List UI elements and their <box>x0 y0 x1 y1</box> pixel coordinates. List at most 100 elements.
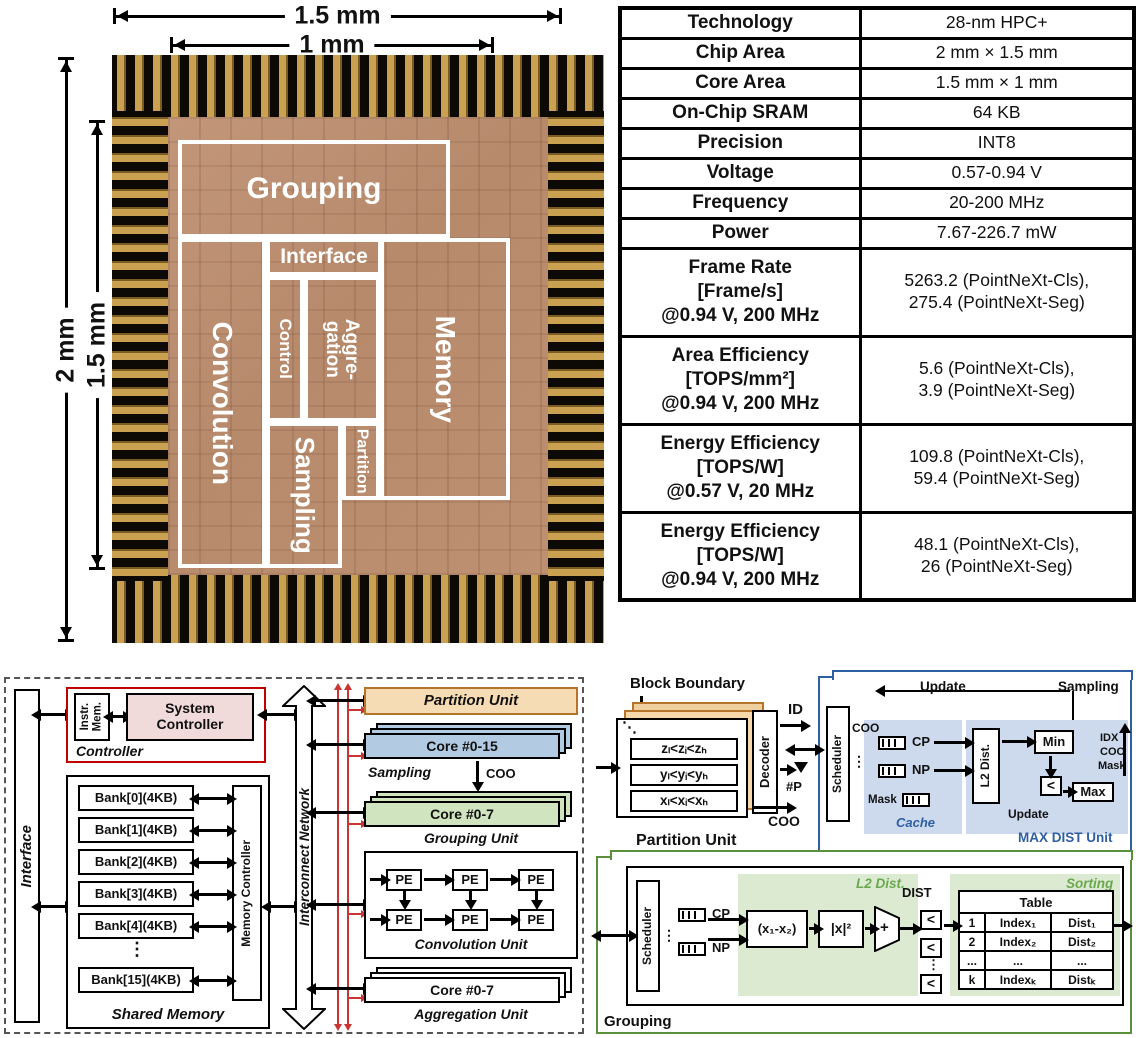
p-output-label: #P <box>786 779 802 794</box>
spec-value: 28-nm HPC+ <box>858 6 1136 40</box>
index-cell: Index₂ <box>984 931 1052 952</box>
h-arrow <box>708 913 749 926</box>
spec-label: Area Efficiency [TOPS/mm²] @0.94 V, 200 … <box>618 334 862 426</box>
update-bottom-label: Update <box>1008 807 1049 821</box>
bank-label: Bank[2](4KB) <box>94 853 178 869</box>
architecture-panel: Interface Instr. Mem. System Controller … <box>4 677 584 1034</box>
system-controller-block: System Controller <box>126 693 254 741</box>
convolution-unit-block: PE PE PE PE PE PE Convolution Unit <box>364 851 578 959</box>
h-arrow <box>370 873 391 886</box>
aggregation-unit-stack: Core #0-7 <box>364 967 580 1007</box>
spec-value: INT8 <box>858 126 1136 160</box>
coo-arrow-label: COO <box>486 766 516 781</box>
instruction-memory-label: Instr. Mem. <box>79 702 104 732</box>
h-arrow <box>189 974 237 987</box>
partition-detail-title: Partition Unit <box>636 832 737 849</box>
count-flag-icon <box>794 762 808 773</box>
die-region-partition-label: Partition <box>353 428 371 494</box>
sorting-table-wrap: Table 1 Index₁ Dist₁ 2 Index₂ Dist₂ ... … <box>958 890 1114 990</box>
interface-block: Interface <box>14 689 40 1023</box>
h-arrow <box>865 922 880 935</box>
spec-label: Power <box>618 216 862 250</box>
pe-block: PE <box>452 869 488 891</box>
spec-label: On-Chip SRAM <box>618 96 862 130</box>
pe-label: PE <box>527 871 545 887</box>
red-h-arrow <box>349 752 368 760</box>
sram-bank-block: Bank[15](4KB) <box>78 967 194 993</box>
compare-block: < <box>920 938 942 958</box>
h-arrow <box>708 933 749 946</box>
h-arrow <box>31 900 75 913</box>
h-arrow <box>306 694 373 707</box>
red-h-arrow <box>349 820 368 828</box>
spec-value: 48.1 (PointNeXt-Cls), 26 (PointNeXt-Seg) <box>858 510 1136 602</box>
h-arrow <box>1112 919 1133 932</box>
max-label: Max <box>1080 783 1106 799</box>
min-block: Min <box>1034 730 1074 754</box>
die-region-sampling-label: Sampling <box>289 436 320 554</box>
red-bus-line <box>334 683 342 1031</box>
pe-label: PE <box>395 911 413 927</box>
sampling-unit-label: Sampling <box>368 764 432 780</box>
die-region-interface: Interface <box>266 238 382 276</box>
h-arrow <box>306 982 373 995</box>
adder-plus-label: + <box>880 919 889 936</box>
partition-detail-panel: Block Boundary ⋱ zₗ<zᵢ<zₕ yₗ<yᵢ<yₕ xₗ<xᵢ… <box>596 675 816 854</box>
rank-cell: 1 <box>958 912 986 933</box>
sram-bank-block: Bank[2](4KB) <box>78 849 194 875</box>
square-label: |x|² <box>830 920 852 937</box>
h-arrow <box>189 888 237 901</box>
grouping-unit-stack: Core #0-7 <box>364 791 580 831</box>
controller-group-label: Controller <box>76 743 143 759</box>
h-arrow <box>900 922 923 935</box>
h-arrow <box>189 792 237 805</box>
pe-block: PE <box>386 869 422 891</box>
h-arrow <box>189 856 237 869</box>
table-row: k Indexₖ Distₖ <box>958 969 1114 990</box>
spec-value: 2 mm × 1.5 mm <box>858 36 1136 70</box>
h-arrow <box>31 708 75 721</box>
sram-bank-block: Bank[1](4KB) <box>78 817 194 843</box>
table-row: Table <box>958 890 1114 914</box>
bond-pads-bottom <box>112 575 604 643</box>
h-arrow <box>1002 735 1037 748</box>
dimension-arrow-chip-width: 1.5 mm <box>113 3 562 29</box>
dimension-label-chip-height: 2 mm <box>52 306 80 393</box>
less-than-label: < <box>926 975 936 992</box>
stack-ellipsis: ⋱ <box>622 719 637 736</box>
bond-pads-right <box>548 111 604 581</box>
interconnect-shape <box>282 685 326 1030</box>
red-h-arrow <box>349 994 368 1002</box>
die-region-aggregation-label: Aggre- gation <box>321 318 363 380</box>
mask-queue-icon <box>902 793 930 807</box>
die-region-memory: Memory <box>380 238 510 500</box>
table-row: 2 Index₂ Dist₂ <box>958 931 1114 952</box>
mask-queue-label: Mask <box>868 794 897 806</box>
np-queue-icon <box>878 764 906 778</box>
spec-label: Frame Rate [Frame/s] @0.94 V, 200 MHz <box>618 246 862 338</box>
h-arrow <box>591 929 639 942</box>
spec-value: 7.67-226.7 mW <box>858 216 1136 250</box>
grouping-unit-label: Grouping Unit <box>423 830 519 846</box>
spec-value: 5.6 (PointNeXt-Cls), 3.9 (PointNeXt-Seg) <box>858 334 1136 426</box>
dimension-label-core-width: 1 mm <box>289 32 375 58</box>
index-cell: Indexₖ <box>984 969 1052 990</box>
cp-queue-icon <box>678 908 706 922</box>
maxdist-panel: Update Sampling Scheduler ⋮ COO CP NP Ma… <box>785 670 1133 852</box>
v-arrow <box>398 891 411 910</box>
h-arrow <box>424 873 455 886</box>
h-arrow <box>424 913 455 926</box>
bank-label: Bank[0](4KB) <box>94 789 178 805</box>
spec-value: 109.8 (PointNeXt-Cls), 59.4 (PointNeXt-S… <box>858 422 1136 514</box>
partition-unit-block: Partition Unit <box>364 687 578 715</box>
dimension-arrow-core-height: 1.5 mm <box>83 120 111 570</box>
spec-label: Core Area <box>618 66 862 100</box>
np-label: NP <box>712 940 731 955</box>
grouping-title: Grouping <box>604 1013 672 1030</box>
